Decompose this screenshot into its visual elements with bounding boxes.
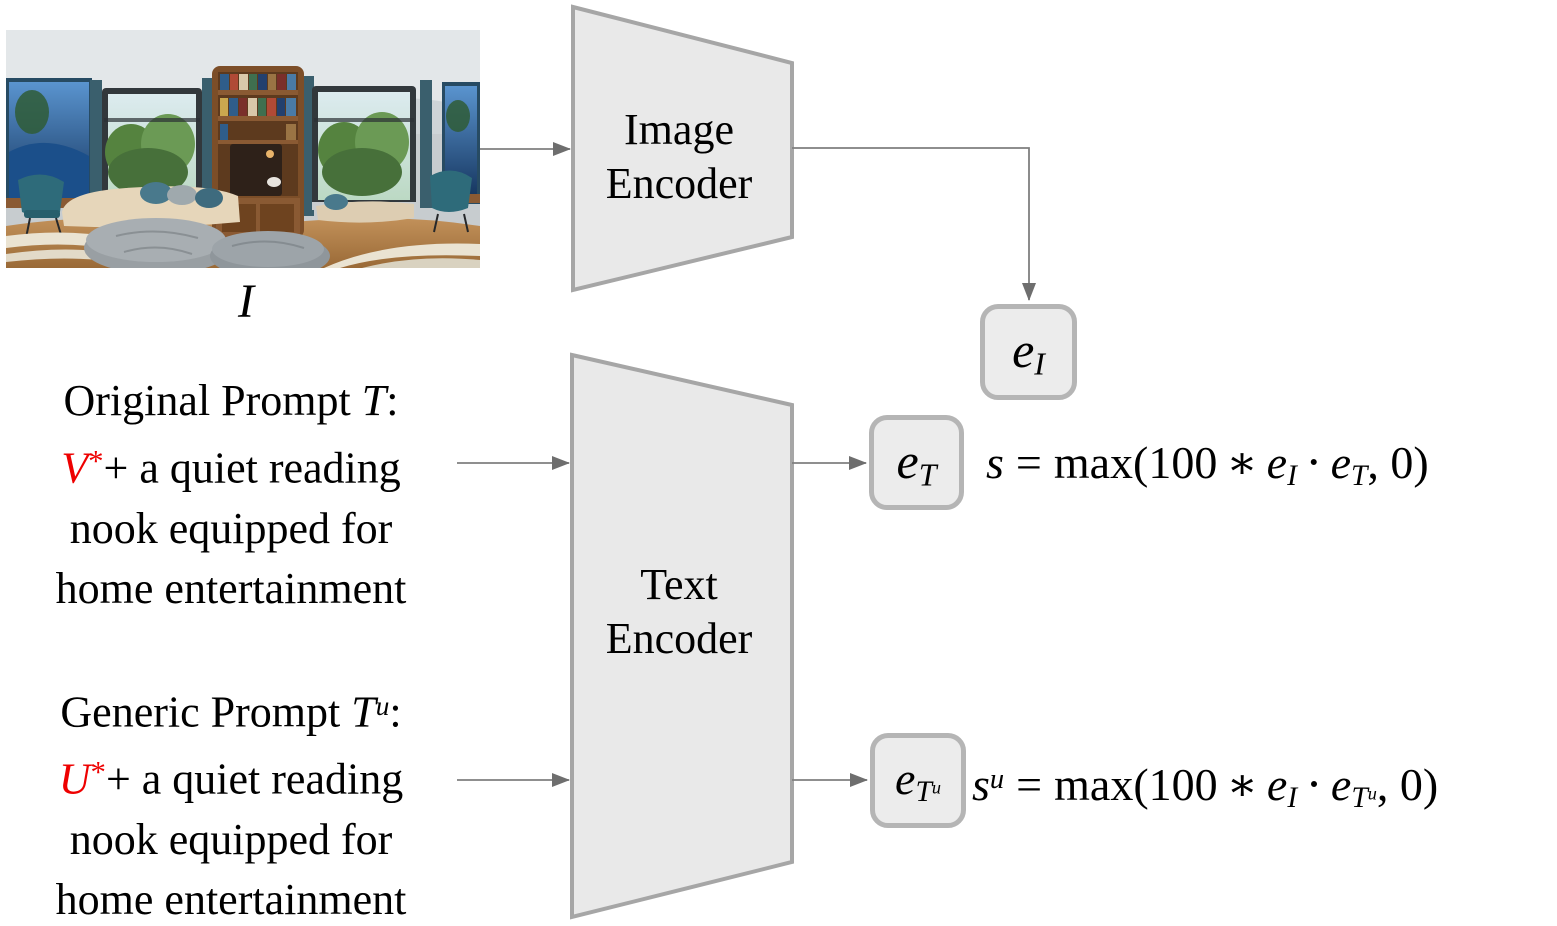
panorama-scene xyxy=(6,30,480,268)
embedding-ei-label: eI xyxy=(1012,322,1045,382)
floor-cushions xyxy=(84,218,330,268)
prompt-generic-line3: nook equipped for xyxy=(69,815,393,865)
panorama-label-text: I xyxy=(238,275,254,328)
prompt-original-line4: home entertainment xyxy=(55,563,407,613)
image-encoder-label-line1: Image xyxy=(624,105,734,154)
token-v-star: * xyxy=(88,444,104,478)
image-encoder-label-line2: Encoder xyxy=(605,159,753,208)
formula-s: s=max(100∗eI⋅eT, 0) xyxy=(986,437,1429,493)
panorama-label: I xyxy=(196,276,296,328)
panorama-image xyxy=(6,30,480,268)
window-right xyxy=(312,86,416,210)
prompt-generic-heading: Generic Prompt Tu: xyxy=(60,687,402,737)
prompt-original: Original Prompt T: V*+ a quiet reading n… xyxy=(8,371,454,619)
prompt-generic-line2: U*+ a quiet reading xyxy=(58,755,404,805)
text-encoder-label-line2: Encoder xyxy=(605,614,753,663)
prompt-original-line3: nook equipped for xyxy=(69,503,393,553)
embedding-et-label: eT xyxy=(896,432,937,493)
token-v: V xyxy=(61,443,89,493)
window-left xyxy=(102,88,202,210)
image-encoder-label: Image Encoder xyxy=(565,103,793,211)
text-encoder-label-line1: Text xyxy=(640,560,718,609)
window-seat xyxy=(62,182,414,228)
embedding-et-box: eT xyxy=(869,415,964,510)
armchair-right xyxy=(430,170,472,233)
text-encoder-label: Text Encoder xyxy=(565,558,793,666)
arrow-image-encoder-to-ei xyxy=(792,147,1036,301)
prompt-original-line2: V*+ a quiet reading xyxy=(61,443,401,493)
prompt-original-heading: Original Prompt T: xyxy=(63,376,399,425)
embedding-etu-label: eTu xyxy=(895,752,941,809)
prompt-generic: Generic Prompt Tu: U*+ a quiet reading n… xyxy=(8,676,454,926)
embedding-ei-box: eI xyxy=(980,304,1077,400)
embedding-etu-box: eTu xyxy=(870,733,966,828)
formula-su: su=max(100∗eI⋅eTu, 0) xyxy=(972,758,1439,815)
prompt-generic-line4: home entertainment xyxy=(55,875,407,925)
tv-left xyxy=(6,78,94,208)
token-u: U xyxy=(58,755,91,805)
token-u-star: * xyxy=(90,755,106,790)
